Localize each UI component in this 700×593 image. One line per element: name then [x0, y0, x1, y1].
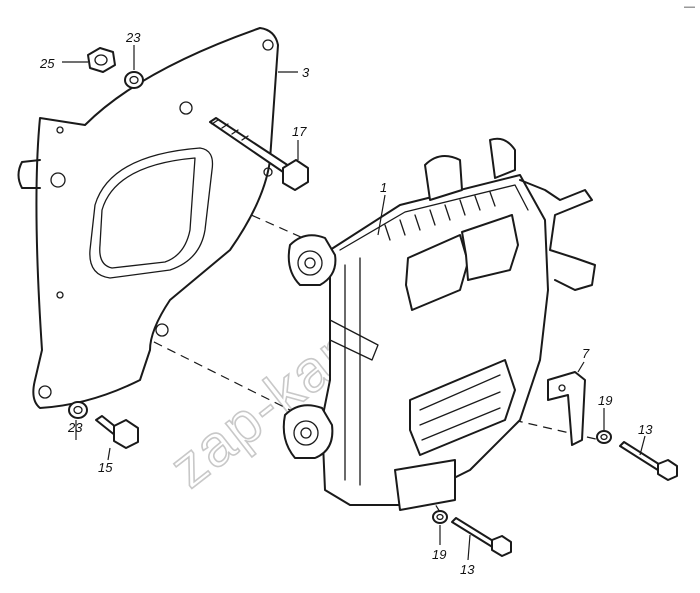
- callout-7: 7: [582, 346, 590, 361]
- callout-3: 3: [302, 65, 310, 80]
- callout-23-bottom: 23: [67, 420, 83, 435]
- washer-right: [596, 430, 612, 444]
- bolt-lower: [451, 517, 512, 557]
- callout-15: 15: [98, 460, 113, 475]
- mounting-plate: [17, 27, 279, 409]
- callout-13-right: 13: [638, 422, 653, 437]
- callout-1: 1: [380, 180, 387, 195]
- callout-19-lower: 19: [432, 547, 446, 562]
- rubber-mount-bottom: [282, 404, 334, 459]
- callout-19-right: 19: [598, 393, 612, 408]
- bolt-long: [209, 117, 309, 191]
- washer-lower: [432, 510, 448, 524]
- rubber-mount-top: [287, 234, 337, 286]
- nut: [87, 47, 116, 73]
- bolt-right: [619, 441, 678, 481]
- leader-lines: [62, 45, 646, 561]
- washer-bottom: [68, 401, 88, 419]
- callout-17: 17: [292, 124, 307, 139]
- callout-23-top: 23: [125, 30, 141, 45]
- small-bracket: [547, 371, 586, 446]
- callout-13-lower: 13: [460, 562, 475, 577]
- callout-25: 25: [39, 56, 55, 71]
- corner-mark: —: [684, 1, 695, 13]
- control-unit: [321, 137, 596, 511]
- callout-labels: 25 23 3 17 1 7 19 13 23 15 19 13: [39, 30, 653, 577]
- bolt-short: [95, 415, 139, 449]
- washer-top: [124, 71, 144, 89]
